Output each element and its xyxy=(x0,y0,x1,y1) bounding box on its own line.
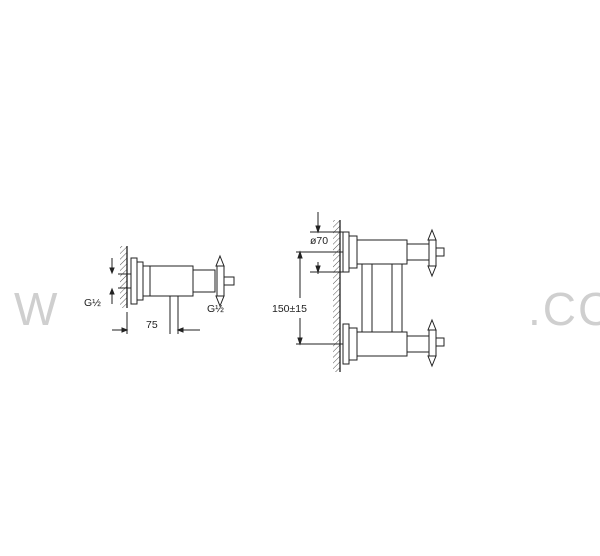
mixer-body-bottom xyxy=(356,331,408,357)
upper-handle xyxy=(428,239,437,267)
thread-label-right: G½ xyxy=(207,303,224,315)
side-view xyxy=(109,246,235,334)
offset-dimension: 75 xyxy=(146,319,158,331)
diameter-label: ø70 xyxy=(310,235,328,247)
watermark-left: W xyxy=(14,283,60,335)
wall-hatch-front xyxy=(333,220,340,372)
front-view xyxy=(296,212,445,372)
thread-label-left: G½ xyxy=(84,297,101,309)
escutcheon xyxy=(130,257,138,305)
handle-cross xyxy=(216,265,225,297)
mixer-body-top xyxy=(356,239,408,265)
watermark-right: .CC xyxy=(528,283,600,335)
lower-escutcheon xyxy=(342,323,350,365)
centers-dimension: 150±15 xyxy=(272,303,307,315)
lower-handle xyxy=(428,329,437,357)
upper-escutcheon xyxy=(342,231,350,273)
wall-hatch xyxy=(120,246,127,308)
